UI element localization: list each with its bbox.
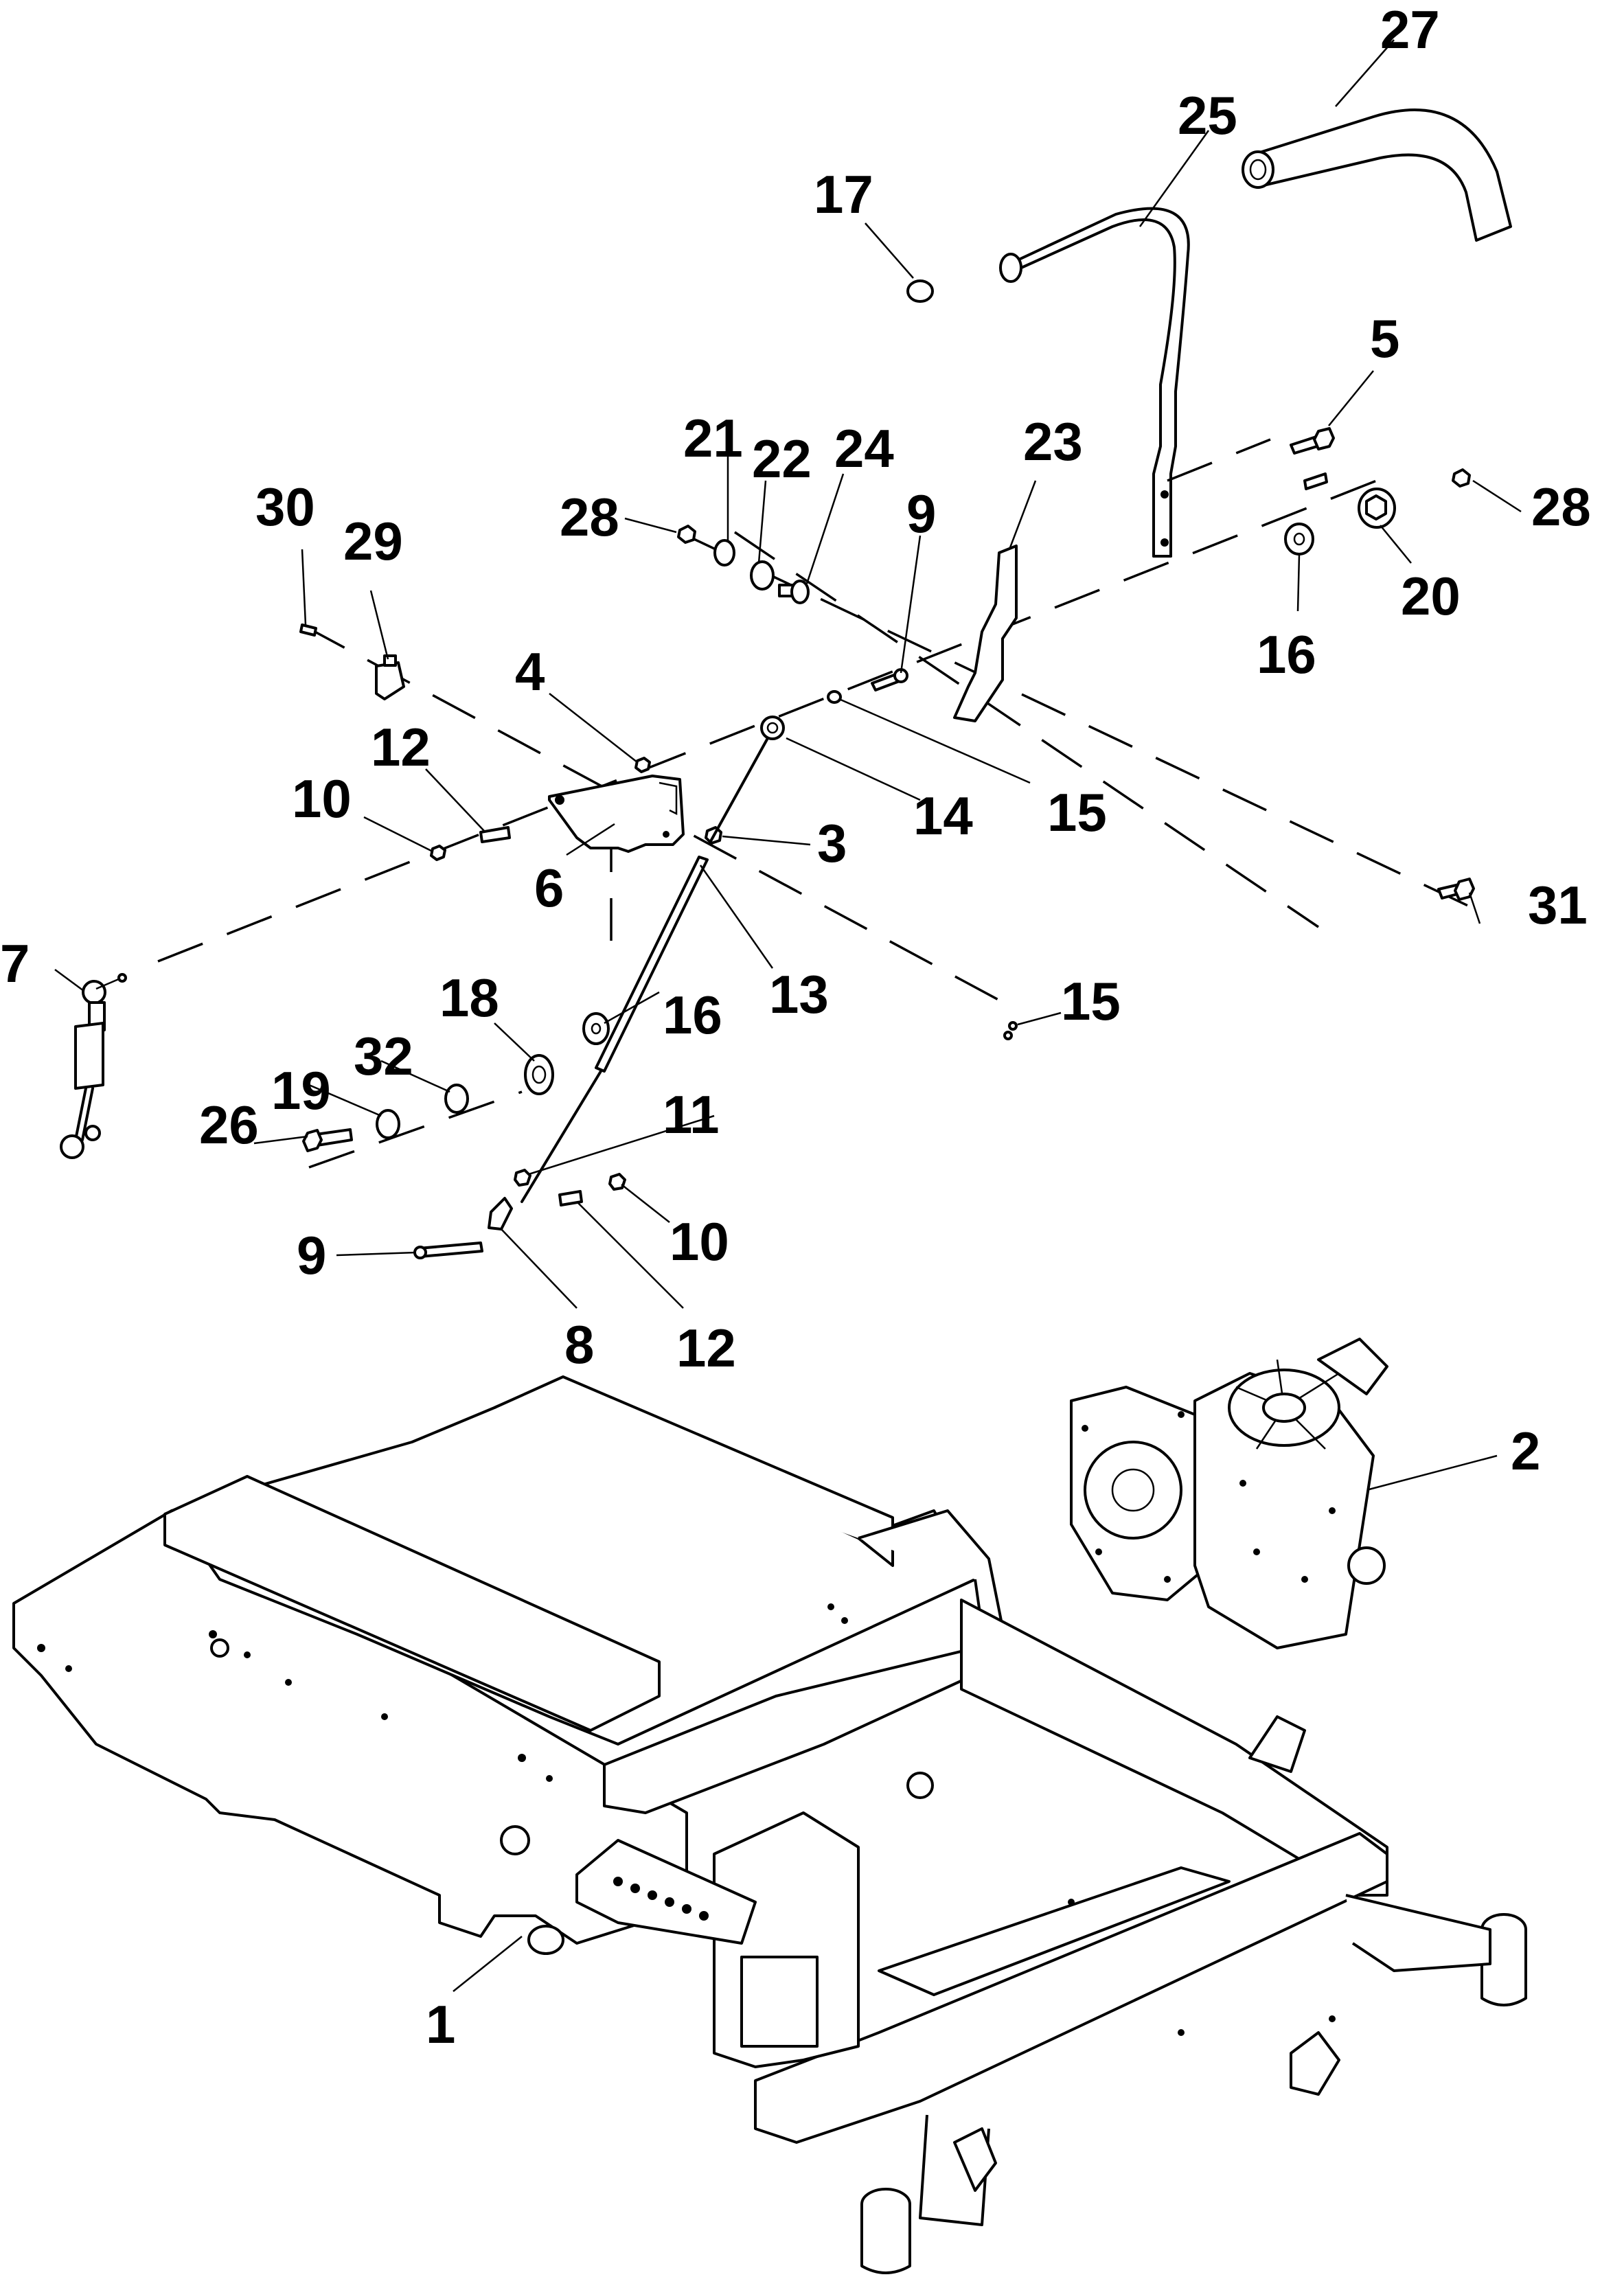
control-rod-part	[521, 737, 769, 1203]
callout-12-bottom: 12	[676, 1318, 736, 1378]
callout-18: 18	[439, 968, 499, 1028]
callout-32: 32	[354, 1026, 413, 1086]
bracket-part	[953, 545, 1018, 722]
callout-4: 4	[515, 641, 545, 702]
callout-28-right: 28	[1531, 477, 1591, 537]
callout-12-top: 12	[371, 717, 431, 777]
grip-part	[1242, 108, 1512, 242]
callout-1: 1	[426, 1994, 455, 2055]
callout-19: 19	[271, 1060, 331, 1121]
callout-8: 8	[564, 1314, 594, 1375]
callout-23: 23	[1023, 411, 1083, 472]
callout-9-bottom: 9	[297, 1225, 326, 1285]
callout-10-right: 10	[670, 1211, 729, 1272]
callout-15-bottom: 15	[1061, 971, 1121, 1031]
callout-21: 21	[683, 408, 743, 468]
switch-part	[375, 654, 405, 700]
callout-13: 13	[769, 964, 829, 1025]
pivot-plate-part	[548, 775, 685, 853]
callout-3: 3	[817, 813, 847, 873]
handle-bar-part	[999, 207, 1190, 558]
callout-25: 25	[1178, 85, 1237, 146]
callout-17: 17	[814, 164, 873, 225]
callout-15-top: 15	[1047, 782, 1107, 843]
callout-labels: 1 2 3 4 5 6 7 8 9 9 10 10 11 12 12 13 14…	[0, 0, 1591, 2055]
callout-22: 22	[752, 428, 812, 489]
cap-part	[906, 279, 934, 303]
callout-7: 7	[0, 933, 30, 994]
callout-14: 14	[913, 786, 973, 846]
callout-16-left: 16	[663, 985, 722, 1045]
callout-27: 27	[1380, 0, 1440, 60]
callout-31: 31	[1528, 875, 1588, 935]
callout-6: 6	[534, 858, 564, 918]
callout-2: 2	[1511, 1421, 1540, 1481]
hardware-group-mid	[299, 623, 785, 861]
leader-lines	[54, 39, 1522, 1992]
frame-assembly-part	[12, 1375, 1527, 2274]
callout-26: 26	[199, 1095, 259, 1155]
callout-29: 29	[343, 511, 403, 571]
callout-30: 30	[255, 477, 315, 537]
callout-24: 24	[834, 418, 894, 479]
callout-11: 11	[663, 1084, 719, 1145]
transaxle-part	[1070, 1338, 1388, 1649]
callout-28-left: 28	[560, 487, 619, 547]
callout-9-top: 9	[906, 483, 936, 544]
hardware-group-lower	[302, 1012, 626, 1259]
callout-16-right: 16	[1257, 624, 1316, 685]
callout-20: 20	[1401, 566, 1461, 626]
callout-5: 5	[1370, 308, 1399, 369]
callout-10-left: 10	[292, 768, 352, 829]
hardware-group-top	[677, 427, 1475, 1040]
gas-spring-part	[60, 973, 127, 1159]
